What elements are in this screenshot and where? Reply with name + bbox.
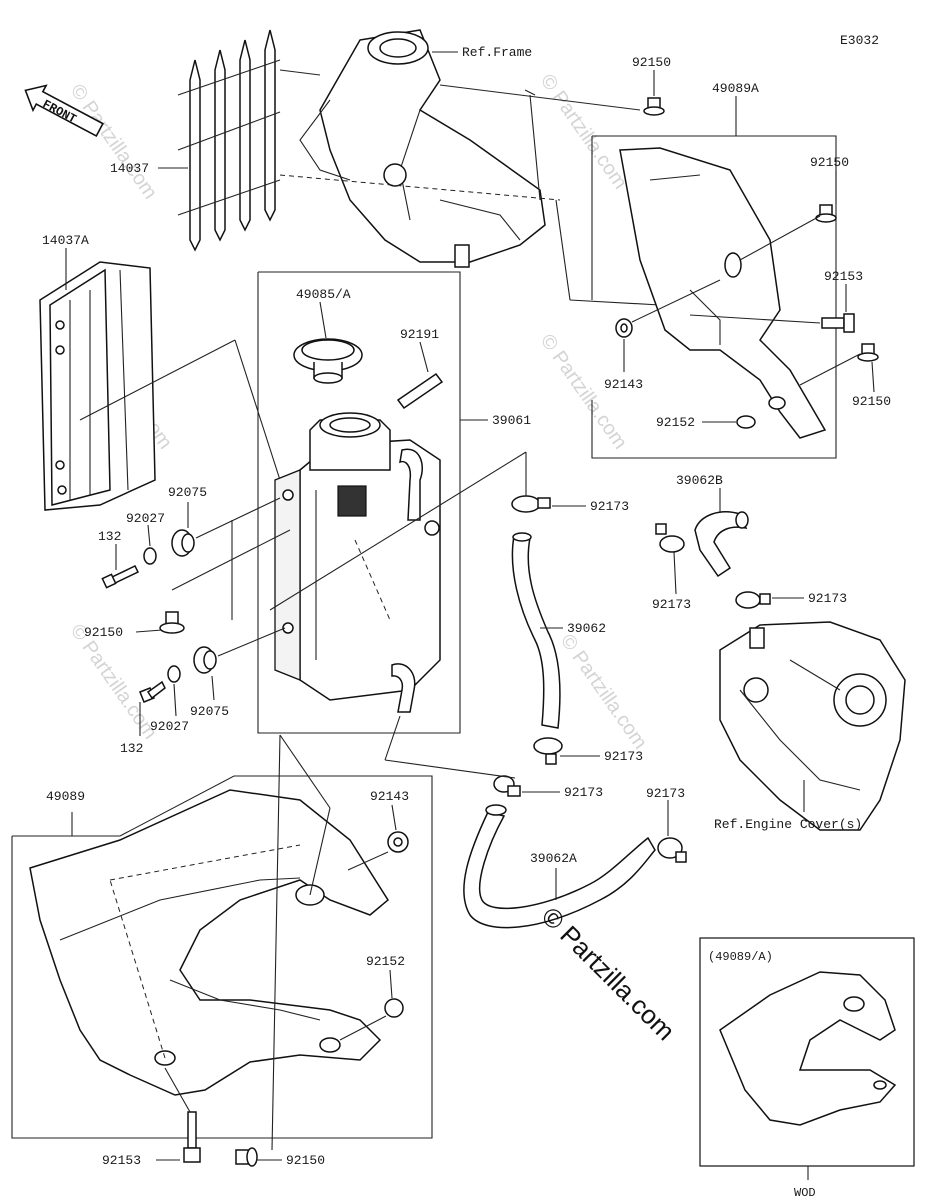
label-92152-shroudA: 92152 [656, 415, 695, 430]
part-39062B-hose [694, 511, 749, 578]
faint-watermark: © Partzilla.com [66, 80, 161, 203]
part-92150-bottom-bolt [235, 1147, 258, 1167]
part-92152-shroud-washer [384, 998, 404, 1018]
part-92150-bolt-left [159, 611, 185, 634]
part-49089A-shroud [619, 147, 827, 439]
inset-note: WOD [794, 1186, 816, 1200]
part-92173-clamp-b1 [655, 523, 685, 553]
part-92153-shroudA-bolt [821, 313, 855, 333]
label-39062A: 39062A [530, 851, 577, 866]
label-92143-shroudA: 92143 [604, 377, 643, 392]
part-92173-clamp-lower [657, 837, 687, 863]
label-39062: 39062 [567, 621, 606, 636]
part-92173-clamp-mid1 [533, 737, 563, 765]
inset-title: (49089/A) [708, 950, 773, 964]
faint-watermark: © Partzilla.com [536, 70, 631, 193]
label-92027-lower: 92027 [150, 719, 189, 734]
faint-watermark: © Partzilla.com [556, 630, 651, 753]
label-ref-frame: Ref.Frame [462, 45, 532, 60]
part-49085A-radiator-cap [293, 338, 363, 384]
label-49089: 49089 [46, 789, 85, 804]
partzilla-watermark-text: © Partzilla.com [536, 901, 681, 1046]
shroudA-group-box [591, 135, 837, 459]
label-92143-shroud: 92143 [370, 789, 409, 804]
label-92027-upper: 92027 [126, 511, 165, 526]
label-39061: 39061 [492, 413, 531, 428]
part-92150-top-bolt [643, 97, 665, 116]
frame-reference [299, 29, 546, 268]
part-14037-louver [177, 29, 281, 252]
label-92153-bottom: 92153 [102, 1153, 141, 1168]
label-92153-shroudA: 92153 [824, 269, 863, 284]
label-92150-bottom: 92150 [286, 1153, 325, 1168]
part-92150-shroudA-bolt1 [815, 204, 837, 223]
label-49089A: 49089A [712, 81, 759, 96]
part-92027-collar-lower [167, 665, 181, 683]
part-92173-clamp-b2 [735, 591, 771, 609]
label-92173-mid2: 92173 [564, 785, 603, 800]
label-92075-lower: 92075 [190, 704, 229, 719]
radiator-group-box [257, 271, 461, 734]
part-49089-shroud [29, 789, 389, 1096]
label-39062B: 39062B [676, 473, 723, 488]
label-92150-shroudA-1: 92150 [810, 155, 849, 170]
label-92173-upper: 92173 [590, 499, 629, 514]
label-92173-b1: 92173 [652, 597, 691, 612]
part-92150-shroudA-bolt2 [857, 343, 879, 362]
label-92173-mid1: 92173 [604, 749, 643, 764]
part-92143-shroudA-collar [615, 318, 633, 338]
label-92173-lower: 92173 [646, 786, 685, 801]
label-92150-left: 92150 [84, 625, 123, 640]
label-14037: 14037 [110, 161, 149, 176]
part-92075-grommet-upper [171, 529, 195, 557]
part-engine-cover-reference [719, 621, 906, 831]
part-39062A-hose [463, 804, 656, 929]
part-92027-collar-upper [143, 547, 157, 565]
part-92143-shroud-collar [387, 831, 409, 853]
shroud-group-box [11, 775, 433, 1139]
part-92173-clamp-mid2 [493, 775, 521, 797]
part-92075-grommet-lower [193, 646, 217, 674]
part-92152-shroudA-washer [736, 415, 756, 429]
diagram-code: E3032 [840, 33, 879, 48]
part-92191-tube [396, 372, 444, 410]
inset-box: (49089/A) WOD [699, 937, 915, 1200]
label-132-upper: 132 [98, 529, 121, 544]
part-14037A-guard [39, 261, 156, 511]
label-92075-upper: 92075 [168, 485, 207, 500]
label-92150-shroudA-2: 92150 [852, 394, 891, 409]
part-132-bolt-lower [139, 680, 166, 703]
label-ref-engine-cover: Ref.Engine Cover(s) [714, 817, 862, 832]
partzilla-watermark: © Partzilla.com [536, 901, 681, 1046]
part-92153-bottom-bolt [183, 1111, 201, 1163]
label-92191: 92191 [400, 327, 439, 342]
label-132-lower: 132 [120, 741, 143, 756]
part-132-bolt-upper [101, 565, 140, 589]
part-39062-hose [511, 532, 561, 729]
part-39061-radiator [274, 412, 441, 713]
label-14037A: 14037A [42, 233, 89, 248]
part-92173-clamp-upper [511, 495, 551, 513]
label-92173-b2: 92173 [808, 591, 847, 606]
label-49085A: 49085/A [296, 287, 351, 302]
label-92152-shroud: 92152 [366, 954, 405, 969]
label-92150-top: 92150 [632, 55, 671, 70]
